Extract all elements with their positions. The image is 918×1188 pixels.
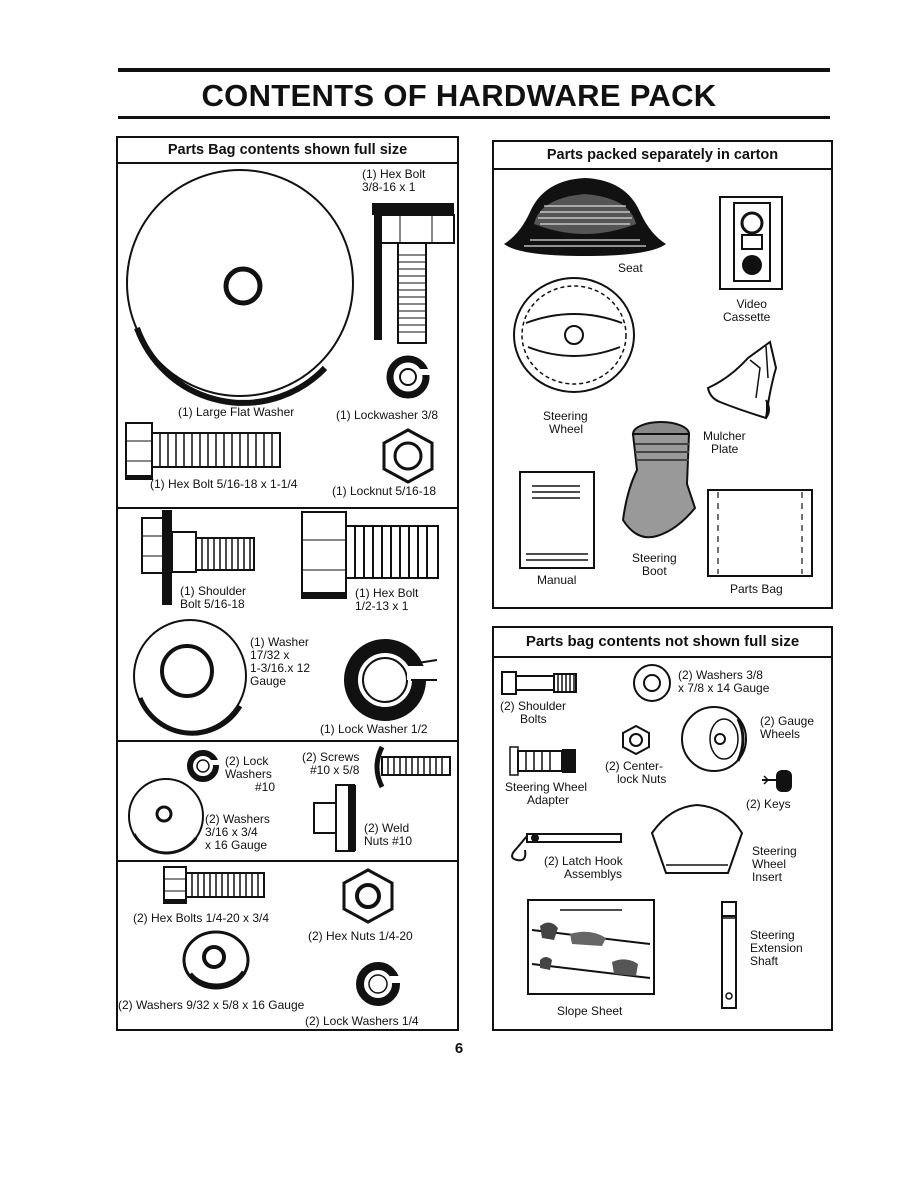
lock-washers-1-4-label: (2) Lock Washers 1/4 <box>305 1014 419 1028</box>
steering-wheel-drawing <box>513 277 635 393</box>
hex-bolt-5-16-label: (1) Hex Bolt 5/16-18 x 1-1/4 <box>150 477 298 491</box>
carton-panel: Parts packed separately in carton <box>492 140 833 609</box>
lock-washer-1-2-drawing <box>344 639 441 721</box>
weld-nut-drawing <box>313 784 356 852</box>
slope-sheet-drawing <box>527 899 655 995</box>
screw-drawing <box>374 745 451 789</box>
video-cassette-drawing <box>719 196 783 290</box>
lockwasher-label: (1) Lockwasher 3/8 <box>336 408 439 422</box>
not-full-size-panel: Parts bag contents not shown full size <box>492 626 833 1031</box>
hex-bolt-1-2-drawing <box>301 511 439 599</box>
steering-extension-shaft-drawing <box>721 901 737 1009</box>
divider <box>118 507 457 509</box>
screws-10-label: (2) Screws#10 x 5/8 <box>302 750 360 777</box>
full-size-panel: Parts Bag contents shown full size <box>116 136 459 1031</box>
locknut-label: (1) Locknut 5/16-18 <box>332 484 437 498</box>
washer-17-32-drawing <box>133 619 247 736</box>
lock-washer-1-4-drawing <box>356 962 406 1006</box>
hex-nut-drawing <box>342 868 394 924</box>
full-size-panel-header: Parts Bag contents shown full size <box>118 138 457 164</box>
shoulder-bolt-drawing <box>141 510 255 605</box>
manual-label: Manual <box>537 573 577 587</box>
lock-washer-1-2-label: (1) Lock Washer 1/2 <box>320 722 428 736</box>
title-underline <box>118 116 830 119</box>
carton-panel-header: Parts packed separately in carton <box>494 142 831 170</box>
centerlock-nut-drawing <box>622 724 650 756</box>
mulcher-plate-drawing <box>706 340 778 420</box>
parts-bag-drawing <box>707 489 813 577</box>
slope-sheet-label: Slope Sheet <box>557 1004 623 1018</box>
hex-nuts-1-4-label: (2) Hex Nuts 1/4-20 <box>308 929 413 943</box>
lockwasher-drawing <box>386 355 434 399</box>
washer-3-16-drawing <box>128 778 204 855</box>
page-number: 6 <box>454 1040 464 1057</box>
hex-bolt-1-4-drawing <box>163 866 265 904</box>
keys-label: (2) Keys <box>746 797 791 811</box>
shoulder-bolts-drawing <box>501 671 577 695</box>
seat-drawing <box>504 178 666 256</box>
not-full-size-panel-header: Parts bag contents not shown full size <box>494 628 831 658</box>
parts-bag-label: Parts Bag <box>730 582 783 596</box>
steering-wheel-adapter-drawing <box>509 746 576 776</box>
center-lock-nuts-label: (2) Center-lock Nuts <box>605 759 667 786</box>
hex-bolt-5-16-drawing <box>125 422 281 480</box>
locknut-drawing <box>382 428 434 484</box>
divider <box>118 740 457 742</box>
key-drawing <box>762 770 792 792</box>
lock-washer-10-drawing <box>187 750 223 782</box>
large-flat-washer-label: (1) Large Flat Washer <box>178 405 295 419</box>
manual-drawing <box>519 471 595 569</box>
washers-9-32-label: (2) Washers 9/32 x 5/8 x 16 Gauge <box>118 998 305 1012</box>
washer-3-8-drawing <box>633 664 671 702</box>
seat-label: Seat <box>618 261 643 275</box>
large-flat-washer-drawing <box>126 169 354 406</box>
latch-hook-drawing <box>511 833 622 862</box>
hex-bolt-drawing <box>372 203 455 344</box>
page-title: CONTENTS OF HARDWARE PACK <box>201 78 717 113</box>
lock-washers-10-label: (2) Lock Washers #10 <box>225 754 276 794</box>
hex-bolts-1-4-label: (2) Hex Bolts 1/4-20 x 3/4 <box>133 911 270 925</box>
top-rule <box>118 68 830 72</box>
washer-9-32-drawing <box>182 930 250 990</box>
steering-boot-drawing <box>621 421 697 539</box>
divider <box>118 860 457 862</box>
steering-wheel-insert-drawing <box>650 803 744 874</box>
gauge-wheel-drawing <box>681 706 747 772</box>
